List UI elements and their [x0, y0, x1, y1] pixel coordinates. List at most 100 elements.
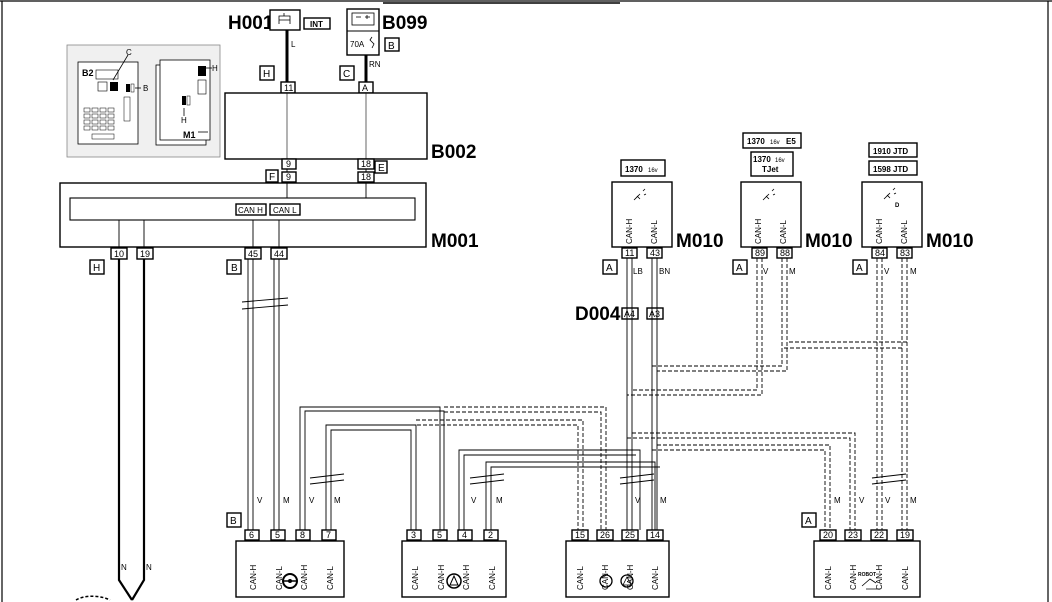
pin-45: 45: [248, 249, 258, 259]
pin-10: 10: [114, 249, 124, 259]
inset-label-b: B: [143, 84, 148, 93]
pin-89: 89: [755, 248, 765, 258]
gearbox-robot-icon: [861, 578, 880, 590]
can-l-m010-2: CAN-L: [779, 219, 788, 244]
robot-tag: ROBOT: [858, 572, 876, 578]
pin-43: 43: [650, 248, 660, 258]
wire-color-m-6: M: [910, 496, 917, 505]
wire-color-m-3: M: [496, 496, 503, 505]
injector-icon: [762, 188, 776, 201]
engine-tag-16v: 16v: [648, 168, 658, 174]
pin-20: 20: [823, 530, 833, 540]
m010-label-2: M010: [805, 231, 853, 252]
pin-a: A: [362, 83, 368, 93]
wire-color-n-1: N: [121, 563, 127, 572]
can-l-label-m001: CAN L: [273, 206, 297, 215]
engine-tag-tjet: TJet: [762, 165, 779, 174]
abs-module: 15 26 25 14 CAN-L CAN-H CAN-H CAN-L: [565, 529, 670, 598]
wire-color-m-m010-3: M: [910, 267, 917, 276]
wire-color-rn: RN: [369, 60, 381, 69]
inset-label-b2: B2: [82, 68, 94, 78]
pin-9-m001: 9: [286, 172, 291, 182]
pin-5-warning: 5: [437, 530, 442, 540]
connector-ref-b-steering: B: [230, 516, 237, 527]
pin-5-steering: 5: [275, 530, 280, 540]
wire-color-m-5: M: [834, 496, 841, 505]
b002-label: B002: [431, 142, 476, 163]
connector-ref-b099: B: [388, 41, 395, 52]
wire-color-v-6: V: [885, 496, 891, 505]
pin-26: 26: [600, 530, 610, 540]
wire-color-m-2: M: [334, 496, 341, 505]
pin-9-b002: 9: [286, 159, 291, 169]
battery-icon: [351, 12, 375, 26]
can-h-m010-2: CAN-H: [754, 218, 763, 244]
pin-18-m001: 18: [361, 172, 371, 182]
pin-11-m010: 11: [625, 248, 634, 258]
engine-tag-1370: 1370: [625, 165, 643, 174]
pin-4: 4: [462, 530, 467, 540]
power-bus-wires: N N: [75, 259, 152, 601]
pin-6: 6: [249, 530, 254, 540]
can-l-abs-1: CAN-L: [576, 565, 585, 590]
engine-tag-16v-e5: 16v: [770, 140, 780, 146]
d004-label: D004: [575, 304, 621, 325]
can-l-warning-2: CAN-L: [488, 565, 497, 590]
pin-83: 83: [900, 248, 910, 258]
can-l-m010-1: CAN-L: [650, 219, 659, 244]
wire-color-v-2: V: [309, 496, 315, 505]
connector-ref-a-m010-2: A: [736, 263, 743, 274]
wire-color-bn: BN: [659, 267, 670, 276]
inset-label-m1: M1: [183, 130, 196, 140]
steering-module: B 6 5 8 7 CAN-H CAN-L CAN-H CAN-L: [226, 512, 345, 598]
pin-88: 88: [780, 248, 790, 258]
h001-component: H001 INT L: [228, 9, 331, 82]
inset-label-h2: H: [212, 64, 218, 73]
can-h-robot-2: CAN-H: [875, 564, 884, 590]
h001-label: H001: [228, 13, 274, 34]
connector-ref-a-m010-1: A: [606, 263, 613, 274]
wire-color-m-m010-2: M: [789, 267, 796, 276]
robot-gearbox-module: A 20 23 22 19 CAN-L CAN-H CAN-H CAN-L RO…: [801, 512, 921, 598]
abs-icon: [599, 574, 613, 588]
connector-ref-h-b002: H: [263, 69, 270, 80]
connector-ref-a-robot: A: [805, 516, 812, 527]
pin-25: 25: [625, 530, 635, 540]
m010-ecu-2: 1370 16v E5 1370 16v TJet CAN-H CAN-L M0…: [732, 132, 853, 276]
pin-23: 23: [848, 530, 858, 540]
b002-box: [224, 92, 428, 160]
m010-label-1: M010: [676, 231, 724, 252]
can-l-steering-1: CAN-L: [275, 565, 284, 590]
can-wiring: V M V M V M V M: [241, 258, 917, 530]
can-h-m010-3: CAN-H: [875, 218, 884, 244]
pin-3: 3: [411, 530, 416, 540]
can-l-warning-1: CAN-L: [411, 565, 420, 590]
pin-19: 19: [140, 249, 150, 259]
pin-a4: A4: [624, 309, 635, 319]
connector-ref-a-m010-3: A: [856, 263, 863, 274]
switch-icon: [278, 13, 291, 24]
can-h-abs-1: CAN-H: [601, 564, 610, 590]
wire-color-v-1: V: [257, 496, 263, 505]
m010-box-3: [861, 181, 923, 248]
inset-label-h: H: [181, 116, 187, 125]
can-h-abs-2: CAN-H: [626, 564, 635, 590]
wire-color-m-4: M: [660, 496, 667, 505]
inset-label-c: C: [126, 48, 132, 57]
m001-component: F 9 18 CAN H CAN L M001 10 19 45 44 H B: [59, 169, 479, 275]
pin-14: 14: [650, 530, 660, 540]
wire-color-l: L: [291, 40, 296, 49]
b099-label: B099: [382, 13, 427, 34]
can-h-label-m001: CAN H: [238, 206, 263, 215]
pin-a3: A3: [649, 309, 660, 319]
pin-44: 44: [274, 249, 284, 259]
wire-color-v-4: V: [635, 496, 641, 505]
can-l-robot-1: CAN-L: [824, 565, 833, 590]
warning-icon: [446, 573, 462, 589]
engine-tag-1370-e5: 1370: [747, 137, 765, 146]
can-h-steering-1: CAN-H: [249, 564, 258, 590]
wire-color-n-2: N: [146, 563, 152, 572]
can-l-abs-2: CAN-L: [651, 565, 660, 590]
connector-ref-b-m001: B: [231, 263, 238, 274]
injector-icon: [883, 187, 897, 200]
